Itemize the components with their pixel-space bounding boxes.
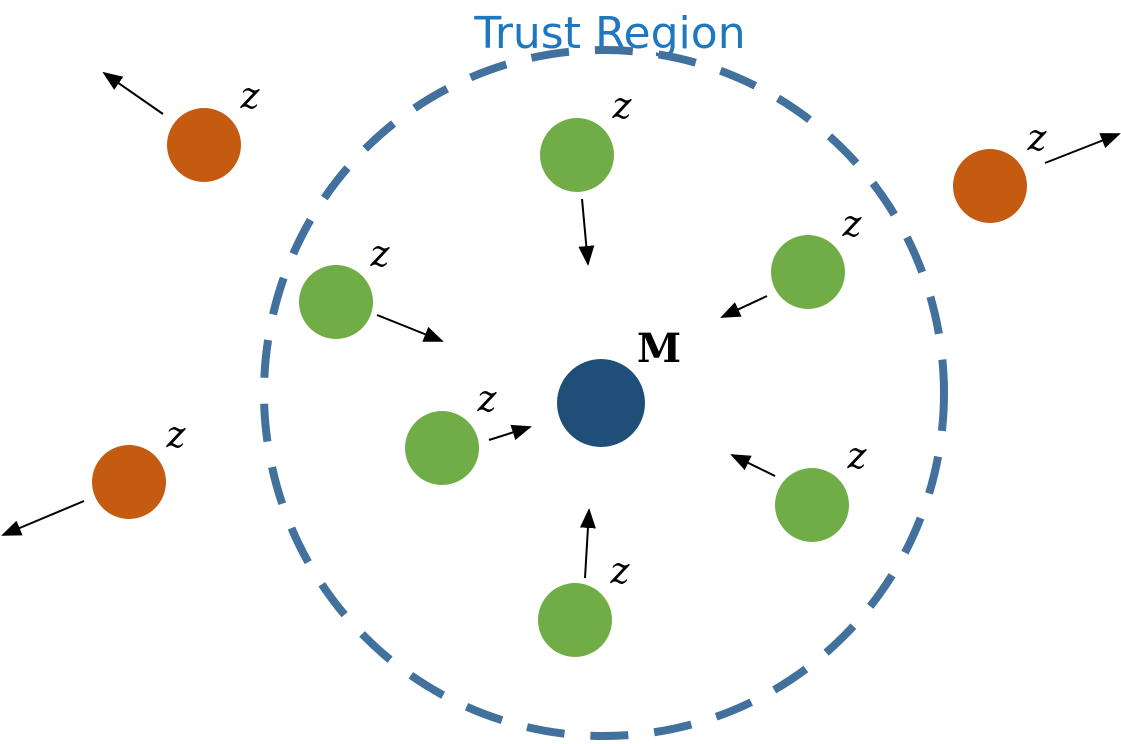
- outward-arrow: [102, 71, 164, 115]
- inward-arrow: [579, 508, 596, 579]
- node-label: z: [166, 415, 187, 456]
- inside-node: [771, 235, 845, 309]
- node-label: z: [370, 234, 391, 275]
- inward-arrow: [578, 198, 595, 266]
- node-label: z: [612, 86, 633, 127]
- node-label: z: [477, 379, 498, 420]
- outside-node: [92, 445, 166, 519]
- outside-node: [953, 149, 1027, 223]
- inside-node-group: z: [540, 86, 633, 266]
- inward-arrow: [720, 295, 768, 318]
- inside-node: [540, 118, 614, 192]
- inside-node: [775, 468, 849, 542]
- node-label: z: [1027, 118, 1048, 159]
- center-node: [557, 359, 645, 447]
- inside-node-group: z: [720, 204, 863, 318]
- inside-node: [405, 411, 479, 485]
- inside-node-group: z: [730, 436, 868, 542]
- center-label: M: [637, 325, 681, 372]
- outside-node-group: z: [1, 415, 187, 536]
- outside-node-group: z: [102, 71, 261, 182]
- inward-arrow: [488, 424, 532, 441]
- node-label: z: [847, 436, 868, 477]
- nodes-layer: z z z z z z z z z: [1, 71, 1121, 657]
- node-label: z: [240, 76, 261, 117]
- inside-node: [299, 265, 373, 339]
- outward-arrow: [1044, 133, 1121, 164]
- trust-region-boundary: [260, 46, 948, 740]
- outside-node-group: z: [953, 118, 1121, 223]
- inward-arrow: [376, 314, 444, 342]
- inside-node-group: z: [538, 508, 631, 657]
- outside-node: [167, 108, 241, 182]
- inside-node: [538, 583, 612, 657]
- inward-arrow: [730, 454, 776, 477]
- inside-node-group: z: [405, 379, 532, 485]
- node-label: z: [610, 551, 631, 592]
- node-label: z: [842, 204, 863, 245]
- inside-node-group: z: [299, 234, 444, 342]
- outward-arrow: [1, 500, 85, 536]
